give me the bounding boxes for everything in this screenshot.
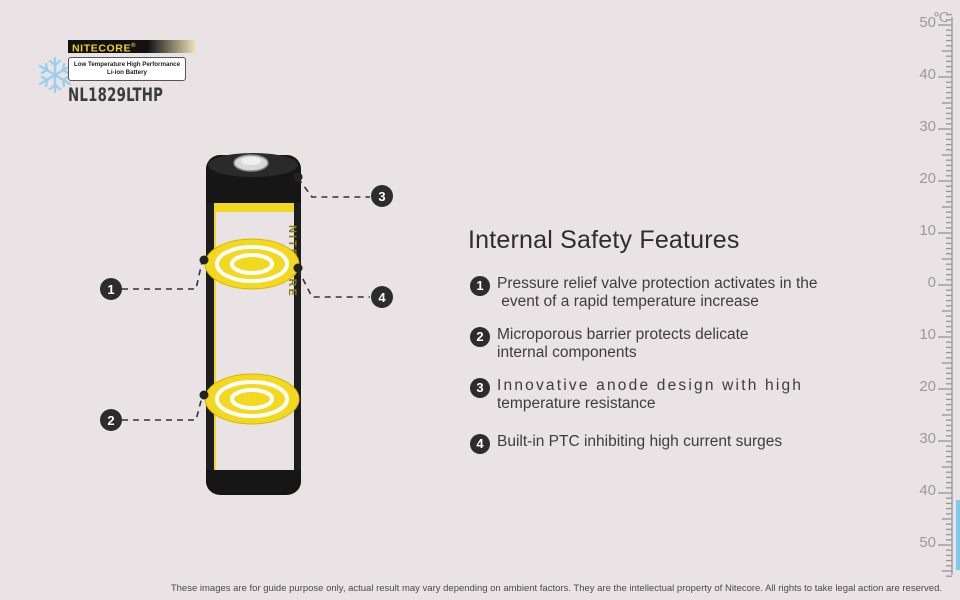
scale-label: 40 bbox=[919, 482, 936, 499]
section-heading: Internal Safety Features bbox=[468, 226, 740, 254]
feature-number: 4 bbox=[470, 434, 490, 454]
scale-label: 0 bbox=[928, 274, 936, 291]
svg-text:2: 2 bbox=[107, 413, 114, 428]
feature-number: 2 bbox=[470, 327, 490, 347]
scale-label: 50 bbox=[919, 534, 936, 551]
svg-text:4: 4 bbox=[378, 290, 386, 305]
scale-label: 20 bbox=[919, 378, 936, 395]
feature-number: 3 bbox=[470, 378, 490, 398]
scale-label: 30 bbox=[919, 118, 936, 135]
callout-4: 4 bbox=[371, 286, 393, 308]
pressure-valve-rings bbox=[204, 238, 300, 290]
scale-label: 10 bbox=[919, 222, 936, 239]
temperature-scale: ℃ 50 40 30 20 10 0 10 20 30 40 50 bbox=[919, 9, 960, 577]
callout-3: 3 bbox=[371, 185, 393, 207]
feature-text: Pressure relief valve protection activat… bbox=[497, 275, 818, 310]
brand-name: NITECORE® bbox=[68, 40, 196, 55]
model-name: NL1829LTHP bbox=[68, 84, 164, 106]
scale-label: 40 bbox=[919, 66, 936, 83]
scale-label: 30 bbox=[919, 430, 936, 447]
feature-number: 1 bbox=[470, 276, 490, 296]
snowflake-icon bbox=[38, 56, 72, 94]
celsius-unit-label: ℃ bbox=[933, 9, 949, 25]
disclaimer-text: These images are for guide purpose only,… bbox=[170, 583, 942, 594]
feature-text: Innovative anode design with high temper… bbox=[497, 377, 804, 412]
scale-label: 50 bbox=[919, 14, 936, 31]
tagline-line-1: Low Temperature High Performance bbox=[73, 61, 181, 68]
microporous-barrier-rings bbox=[204, 373, 300, 425]
feature-text: Built-in PTC inhibiting high current sur… bbox=[497, 433, 783, 450]
callout-1: 1 bbox=[100, 278, 122, 300]
nitecore-logo: NITECORE® Low Temperature High Performan… bbox=[38, 38, 198, 118]
svg-text:3: 3 bbox=[378, 189, 385, 204]
battery-tagline-badge: Low Temperature High Performance Li-ion … bbox=[68, 57, 186, 81]
tagline-line-2: Li-ion Battery bbox=[107, 69, 147, 76]
scale-label: 20 bbox=[919, 170, 936, 187]
svg-text:1: 1 bbox=[107, 282, 114, 297]
feature-text: Microporous barrier protects delicate in… bbox=[497, 326, 749, 361]
scale-label: 10 bbox=[919, 326, 936, 343]
callout-2: 2 bbox=[100, 409, 122, 431]
